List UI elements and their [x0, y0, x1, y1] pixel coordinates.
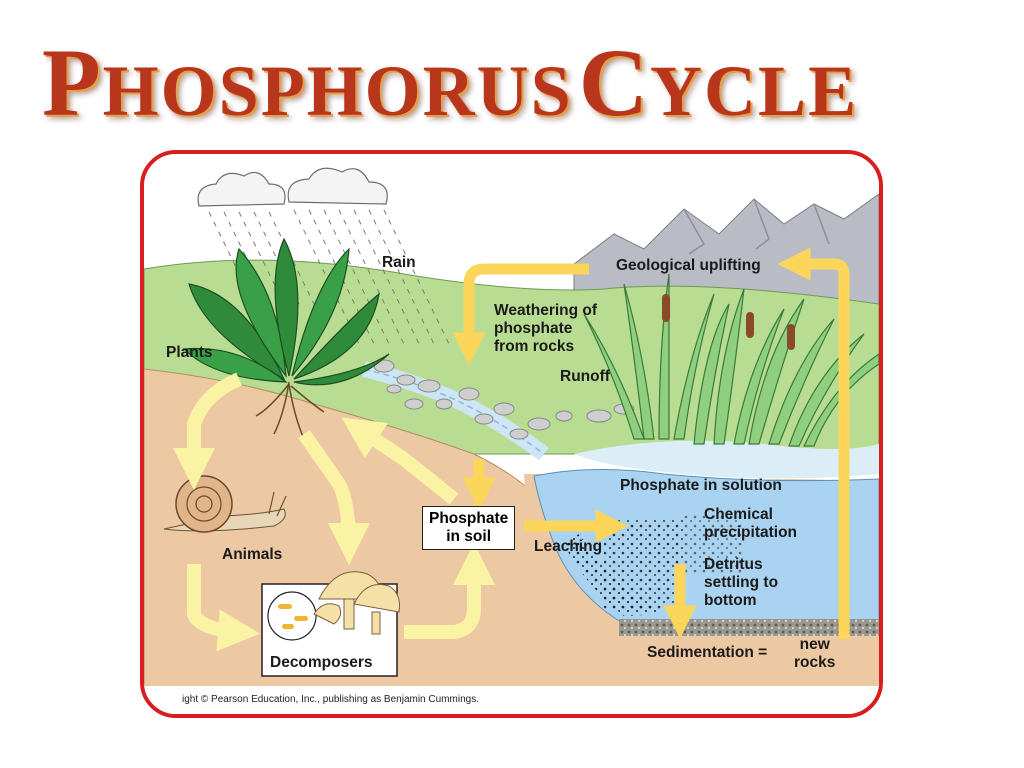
- title-word-hosphorus: HOSPHORUS: [102, 51, 573, 131]
- label-chemical-precipitation: Chemical precipitation: [704, 506, 797, 542]
- label-plants: Plants: [166, 344, 213, 361]
- label-leaching: Leaching: [534, 538, 603, 555]
- label-detritus-line2: settling to: [704, 574, 779, 591]
- label-weathering-line2: phosphate: [494, 320, 573, 337]
- label-sedimentation: Sedimentation =: [647, 644, 768, 661]
- title-initial-p: P: [42, 29, 103, 136]
- label-weathering-line3: from rocks: [494, 338, 575, 355]
- title-word-ycle: YCLE: [650, 51, 859, 131]
- label-decomposers: Decomposers: [270, 654, 373, 671]
- bacteria-circle: [267, 591, 317, 641]
- page-title: PHOSPHORUS CYCLE: [42, 28, 942, 138]
- diagram-frame: Rain Geological uplifting Weathering of …: [140, 150, 883, 718]
- caption-strip: [144, 686, 879, 714]
- snail: [163, 475, 287, 533]
- label-weathering-line1: Weathering of: [494, 302, 598, 319]
- label-detritus: Detritus settling to bottom: [704, 556, 778, 610]
- label-new-rocks: new rocks: [794, 636, 835, 672]
- cycle-arrows: [452, 247, 850, 639]
- plant-roots: [255, 381, 325, 440]
- title-initial-c: C: [578, 29, 651, 136]
- food-chain-arrows: [173, 372, 495, 652]
- label-detritus-line3: bottom: [704, 592, 757, 609]
- phosphate-in-soil-box: Phosphate in soil: [422, 506, 516, 550]
- copyright-caption: ight © Pearson Education, Inc., publishi…: [182, 694, 479, 705]
- rain-clouds: [197, 167, 388, 207]
- label-phosphate-soil-line1: Phosphate: [429, 510, 509, 527]
- label-runoff: Runoff: [560, 368, 610, 385]
- label-new-rocks-line1: new: [799, 636, 830, 653]
- label-phosphate-in-solution: Phosphate in solution: [620, 477, 782, 494]
- mushrooms: [313, 571, 400, 635]
- label-geological-uplifting: Geological uplifting: [616, 257, 761, 274]
- label-detritus-line1: Detritus: [704, 556, 763, 573]
- phosphorus-cycle-illustration: [144, 154, 879, 714]
- label-chemical-line2: precipitation: [704, 524, 798, 541]
- label-rain: Rain: [382, 254, 416, 271]
- label-chemical-line1: Chemical: [704, 506, 773, 523]
- cattail-heads: [662, 294, 795, 350]
- cattail-reeds: [583, 273, 879, 447]
- label-weathering: Weathering of phosphate from rocks: [494, 302, 597, 356]
- label-animals: Animals: [222, 546, 283, 563]
- label-new-rocks-line2: rocks: [794, 654, 836, 671]
- label-phosphate-soil-line2: in soil: [446, 528, 492, 545]
- stream-rocks: [373, 359, 635, 440]
- plant-leaves: [182, 237, 390, 386]
